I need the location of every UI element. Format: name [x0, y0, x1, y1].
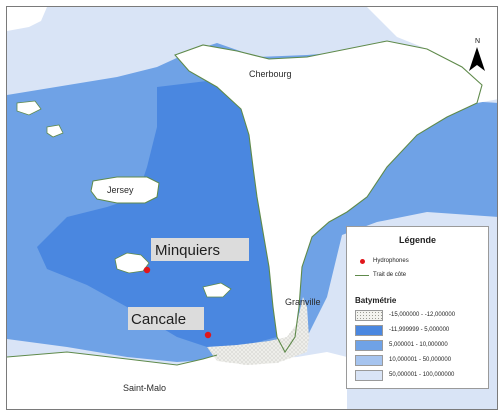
coastline — [174, 40, 483, 354]
legend-title: Légende — [398, 235, 436, 245]
cancale-label: Cancale — [131, 311, 186, 328]
legend-bathymetry-class-row: 50,000001 - 100,000000 — [355, 369, 454, 381]
legend-panel: Légende Hydrophones Trait de côte Batymé… — [346, 226, 489, 389]
north-arrow: N — [469, 38, 485, 71]
cherbourg-label: Cherbourg — [249, 69, 292, 79]
jersey-island — [90, 176, 160, 204]
western-islets — [16, 100, 64, 138]
legend-bathymetry-class-row: 5,000001 - 10,000000 — [355, 339, 448, 351]
bathymetry-map: Cherbourg Jersey Granville Saint-Malo Mi… — [7, 7, 497, 409]
coastline-line-icon — [355, 274, 369, 276]
coastline-brittany — [7, 351, 218, 366]
bathymetry-swatch — [355, 354, 383, 366]
legend-hydrophones-label: Hydrophones — [373, 258, 409, 264]
legend-hydrophones-row: Hydrophones — [355, 255, 409, 267]
granville-label: Granville — [285, 297, 321, 307]
map-frame: Cherbourg Jersey Granville Saint-Malo Mi… — [6, 6, 498, 410]
chausey-islands — [202, 282, 232, 298]
legend-bathymetry-class-row: -15,000000 - -12,000000 — [355, 309, 455, 321]
northwest-island — [7, 7, 47, 31]
bathymetry-class-label: -11,999999 - 5,000000 — [389, 327, 450, 333]
northeast-land — [367, 7, 497, 103]
shallow-bay-water — [37, 81, 297, 347]
legend-bathymetry-class-row: -11,999999 - 5,000000 — [355, 324, 449, 336]
legend-bathymetry-class-row: 10,000001 - 50,000000 — [355, 354, 451, 366]
legend-coastline-label: Trait de côte — [373, 272, 407, 278]
bathymetry-swatch — [355, 339, 383, 351]
bathymetry-class-label: 5,000001 - 10,000000 — [389, 342, 448, 348]
minquiers-label-background — [151, 238, 249, 261]
bathymetry-class-label: -15,000000 - -12,000000 — [389, 312, 456, 318]
cotentin-land — [175, 41, 482, 352]
bathymetry-class-label: 10,000001 - 50,000000 — [389, 357, 452, 363]
bathymetry-swatch — [355, 369, 383, 381]
hydrophone-cancale — [204, 331, 212, 339]
hydrophone-minquiers — [143, 266, 151, 274]
jersey-label: Jersey — [107, 185, 134, 195]
bathymetry-swatch — [355, 324, 383, 336]
svg-text:N: N — [475, 38, 480, 45]
saint-malo-label: Saint-Malo — [123, 383, 166, 393]
bathymetry-class-label: 50,000001 - 100,000000 — [389, 372, 455, 378]
minquiers-label: Minquiers — [155, 242, 220, 259]
cancale-label-background — [128, 307, 204, 330]
legend-coastline-row: Trait de côte — [355, 269, 406, 281]
hydrophone-dot-icon — [360, 258, 365, 264]
intertidal-zone — [207, 297, 309, 365]
brittany-coast-land — [7, 352, 347, 409]
legend-bathymetry-title: Batymétrie — [355, 296, 397, 305]
bathymetry-swatch — [355, 309, 383, 321]
